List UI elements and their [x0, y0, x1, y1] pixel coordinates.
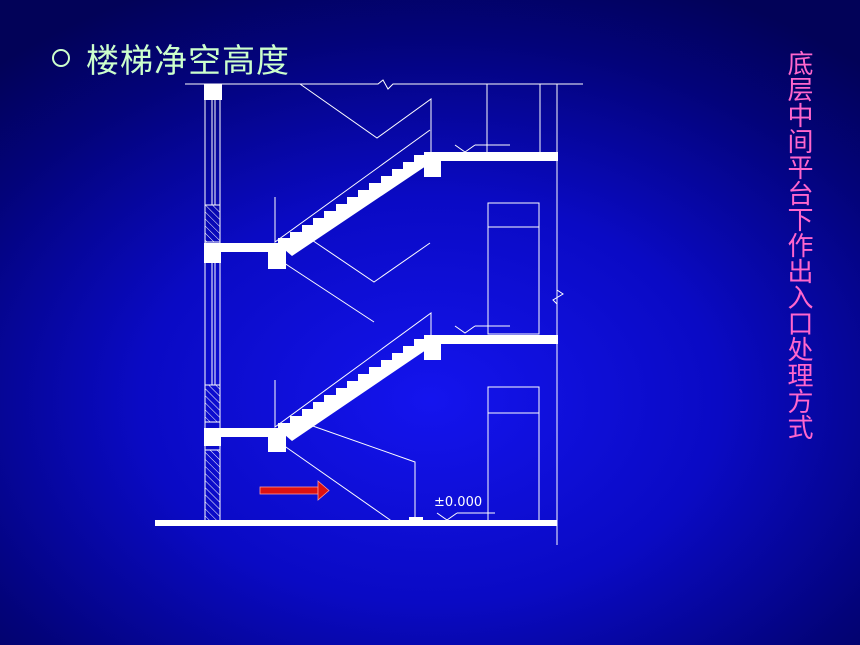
right-arrow-icon	[259, 480, 330, 501]
side-caption: 底层中间平台下作出入口处理方式	[783, 50, 813, 440]
top-break-line	[185, 79, 583, 90]
ground-floor	[155, 520, 557, 526]
hollow-circle-icon	[52, 49, 70, 67]
slide-title: 楼梯净空高度	[52, 34, 290, 82]
title-text: 楼梯净空高度	[86, 41, 290, 80]
elevation-label: ±0.000	[434, 495, 482, 510]
